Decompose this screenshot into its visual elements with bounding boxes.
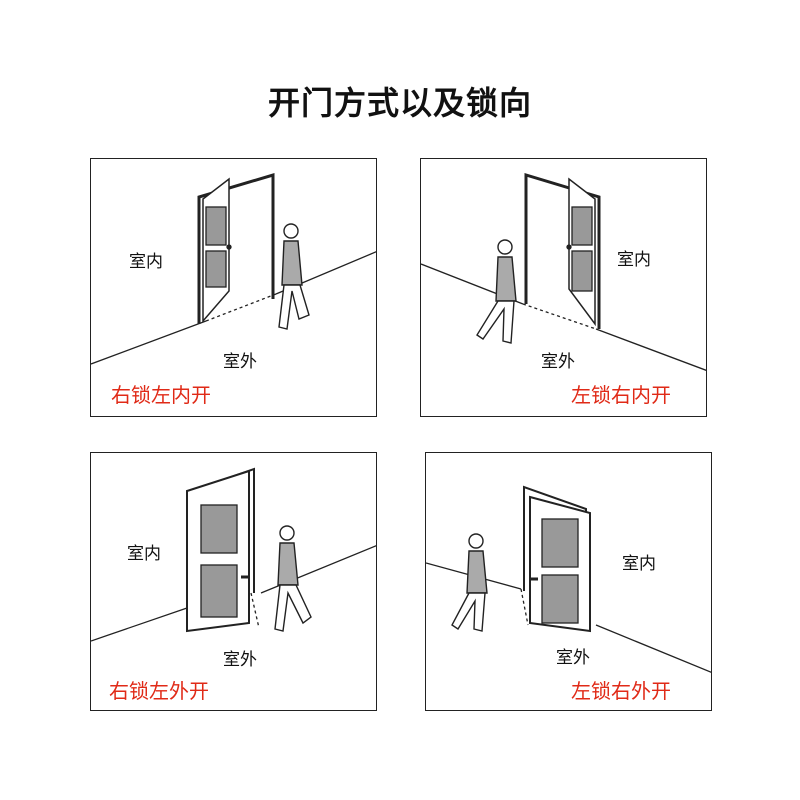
diagram-panel-left-lock-right-outward: 室内 室外 左锁右外开 bbox=[425, 452, 712, 711]
caption: 左锁右外开 bbox=[571, 675, 671, 704]
indoor-label: 室内 bbox=[617, 245, 651, 270]
person-icon bbox=[279, 224, 309, 329]
diagram-panel-right-lock-left-outward: 室内 室外 右锁左外开 bbox=[90, 452, 377, 711]
person-icon bbox=[275, 526, 311, 631]
outdoor-label: 室外 bbox=[556, 643, 590, 668]
outdoor-label: 室外 bbox=[223, 645, 257, 670]
diagram-panel-right-lock-left-inward: 室内 室外 右锁左内开 bbox=[90, 158, 377, 417]
indoor-label: 室内 bbox=[129, 247, 163, 272]
page-title: 开门方式以及锁向 bbox=[0, 78, 800, 124]
caption: 右锁左外开 bbox=[109, 675, 209, 704]
caption: 右锁左内开 bbox=[111, 379, 211, 408]
door-icon bbox=[426, 453, 712, 711]
caption: 左锁右内开 bbox=[571, 379, 671, 408]
person-icon bbox=[452, 534, 487, 631]
outdoor-label: 室外 bbox=[223, 347, 257, 372]
diagram-panel-left-lock-right-inward: 室内 室外 左锁右内开 bbox=[420, 158, 707, 417]
indoor-label: 室内 bbox=[622, 549, 656, 574]
indoor-label: 室内 bbox=[127, 539, 161, 564]
person-icon bbox=[477, 240, 516, 343]
outdoor-label: 室外 bbox=[541, 347, 575, 372]
door-icon bbox=[91, 453, 377, 711]
